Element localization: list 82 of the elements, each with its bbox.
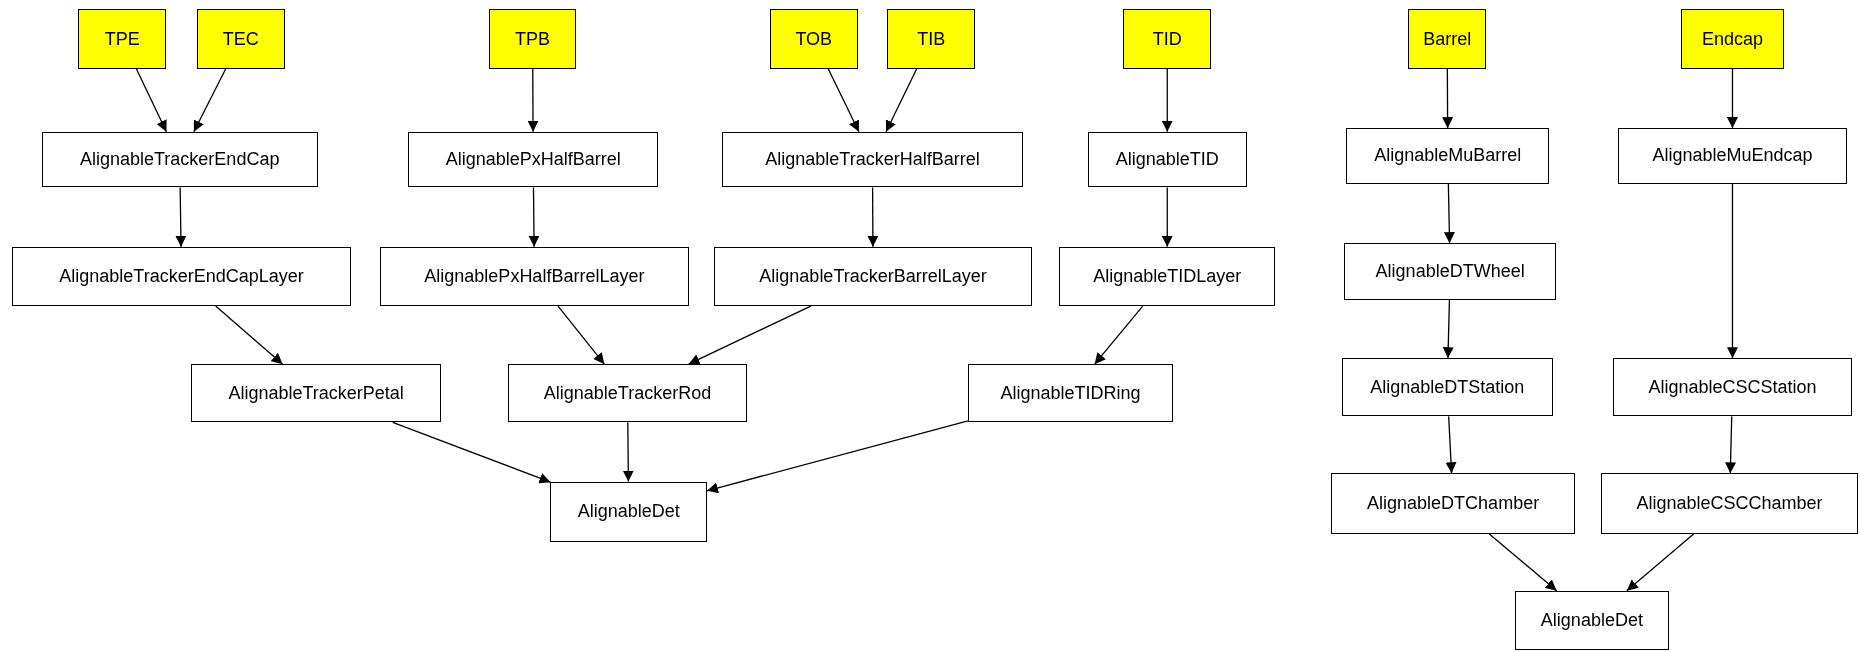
node-label: AlignableTID [1115, 149, 1219, 171]
class-box [1330, 473, 1576, 534]
node-label: AlignableTrackerBarrelLayer [759, 265, 987, 287]
source-box [196, 9, 285, 69]
class-box [1618, 128, 1847, 184]
source-box [887, 9, 976, 69]
source-box [78, 9, 167, 69]
arrow [392, 421, 552, 484]
node-label: TPE [104, 28, 140, 50]
arrow [215, 305, 284, 365]
arrow [135, 68, 168, 133]
arrow [1727, 183, 1738, 359]
arrow [1442, 68, 1454, 129]
class-box [1059, 246, 1276, 307]
node-label: AlignableDet [1540, 609, 1643, 631]
arrow [885, 68, 918, 133]
class-box [1613, 358, 1852, 417]
class-box [1601, 473, 1858, 534]
node-label: AlignableDet [577, 501, 680, 523]
arrow [1161, 186, 1173, 248]
class-box [722, 131, 1023, 188]
arrow [1161, 68, 1173, 133]
node-label: AlignableTrackerEndCap [79, 149, 280, 171]
arrow [622, 421, 634, 483]
class-box [1341, 358, 1553, 417]
arrow [1093, 305, 1144, 365]
node-label: AlignableMuBarrel [1374, 145, 1522, 167]
class-box [1514, 590, 1669, 651]
class-box [1344, 243, 1557, 301]
arrow [527, 68, 539, 133]
arrow [175, 186, 187, 248]
class-box [379, 246, 690, 307]
node-label: AlignableDTChamber [1367, 493, 1540, 515]
source-box [1123, 9, 1212, 69]
node-label: Barrel [1423, 28, 1472, 50]
node-label: TOB [795, 28, 833, 50]
node-label: TID [1152, 28, 1182, 50]
class-box [550, 481, 707, 543]
class-box [41, 131, 318, 188]
class-box [11, 246, 352, 307]
arrow [528, 186, 540, 248]
node-label: AlignableTrackerHalfBarrel [765, 149, 980, 171]
arrow [1488, 533, 1558, 592]
arrow [706, 420, 969, 494]
class-box [967, 364, 1174, 423]
arrow [827, 68, 860, 133]
class-box [408, 131, 659, 188]
class-box [1346, 128, 1550, 184]
arrow [1626, 533, 1695, 592]
node-label: AlignablePxHalfBarrel [445, 149, 621, 171]
arrow [1442, 299, 1454, 359]
node-label: AlignableDTWheel [1375, 261, 1525, 283]
node-label: TIB [917, 28, 946, 50]
node-label: AlignableDTStation [1370, 376, 1525, 398]
arrow [1445, 415, 1457, 474]
arrow [1727, 68, 1738, 129]
node-label: AlignableTrackerRod [543, 382, 712, 404]
arrow [687, 305, 812, 365]
class-box [1087, 131, 1247, 188]
arrow [193, 68, 227, 133]
node-label: AlignableTrackerEndCapLayer [59, 265, 304, 287]
arrow [1725, 415, 1737, 474]
node-label: AlignableCSCChamber [1636, 493, 1823, 515]
class-box [190, 364, 442, 423]
class-box [714, 246, 1032, 307]
source-box [769, 9, 858, 69]
node-label: Endcap [1701, 28, 1763, 50]
node-label: AlignableTrackerPetal [228, 382, 404, 404]
node-label: TPB [515, 28, 551, 50]
arrow [867, 186, 879, 248]
arrow [1443, 183, 1455, 244]
source-box [1680, 9, 1785, 69]
node-label: AlignableTIDLayer [1093, 265, 1242, 287]
node-label: TEC [222, 28, 259, 50]
node-label: AlignableTIDRing [1000, 382, 1141, 404]
source-box [488, 9, 577, 69]
node-label: AlignablePxHalfBarrelLayer [424, 265, 645, 287]
arrow [557, 305, 605, 365]
class-box [507, 364, 748, 423]
source-box [1408, 9, 1487, 69]
node-label: AlignableMuEndcap [1652, 145, 1813, 167]
node-label: AlignableCSCStation [1648, 376, 1817, 398]
